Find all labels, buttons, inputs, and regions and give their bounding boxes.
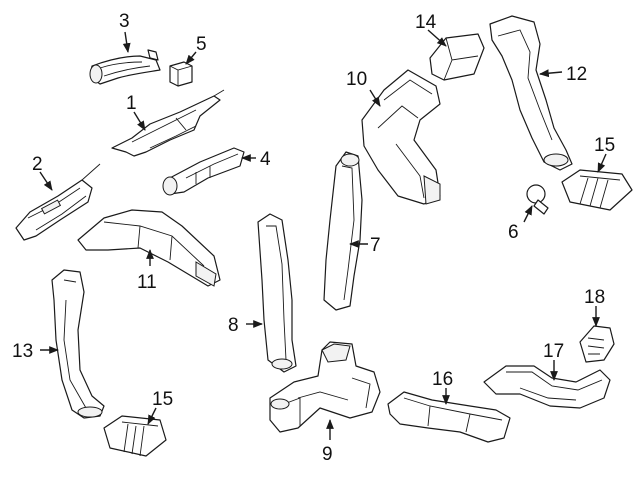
part-16-floor-duct[interactable] <box>387 391 511 443</box>
part-10-main-duct[interactable] <box>361 69 441 205</box>
callout-3: 3 <box>119 11 130 32</box>
part-13-rear-duct[interactable] <box>51 269 105 419</box>
part-8-riser-duct[interactable] <box>257 213 297 373</box>
callout-15-upper: 15 <box>594 135 615 156</box>
callout-9: 9 <box>322 444 333 465</box>
callout-14: 14 <box>415 12 437 33</box>
leader-lines <box>39 29 607 440</box>
callout-4: 4 <box>260 149 271 170</box>
part-12-side-duct[interactable] <box>489 15 573 171</box>
callout-10: 10 <box>346 69 367 90</box>
callout-17: 17 <box>543 341 564 362</box>
part-4-vent-duct[interactable] <box>162 147 245 196</box>
callout-2: 2 <box>32 154 43 175</box>
callout-18: 18 <box>584 287 605 308</box>
callout-labels: 3 5 1 2 4 6 7 8 9 10 11 12 13 14 15 15 1… <box>12 11 615 465</box>
callout-11: 11 <box>137 272 157 293</box>
callout-12: 12 <box>566 64 587 85</box>
callout-15-lower: 15 <box>152 389 173 410</box>
callout-6: 6 <box>508 222 519 243</box>
callout-13: 13 <box>12 341 33 362</box>
part-14-connector-duct[interactable] <box>429 33 485 81</box>
callout-1: 1 <box>126 93 137 114</box>
part-1-duct-bracket[interactable] <box>111 89 225 157</box>
callout-5: 5 <box>196 34 207 55</box>
part-3-duct-elbow[interactable] <box>89 49 161 85</box>
part-5-clip[interactable] <box>169 61 193 87</box>
part-17-rear-duct[interactable] <box>483 365 611 409</box>
callout-16: 16 <box>432 369 453 390</box>
callout-8: 8 <box>228 315 239 336</box>
part-18-vent-housing[interactable] <box>579 325 615 363</box>
part-15-outlet-lower[interactable] <box>103 415 167 457</box>
part-7-riser-duct[interactable] <box>323 151 363 311</box>
callout-7: 7 <box>370 235 381 256</box>
part-11-floor-duct[interactable] <box>77 209 221 287</box>
part-15-outlet-upper[interactable] <box>561 169 633 211</box>
part-6-push-pin[interactable] <box>526 184 549 215</box>
part-9-center-junction[interactable] <box>269 341 381 433</box>
part-2-side-duct[interactable] <box>15 163 101 241</box>
